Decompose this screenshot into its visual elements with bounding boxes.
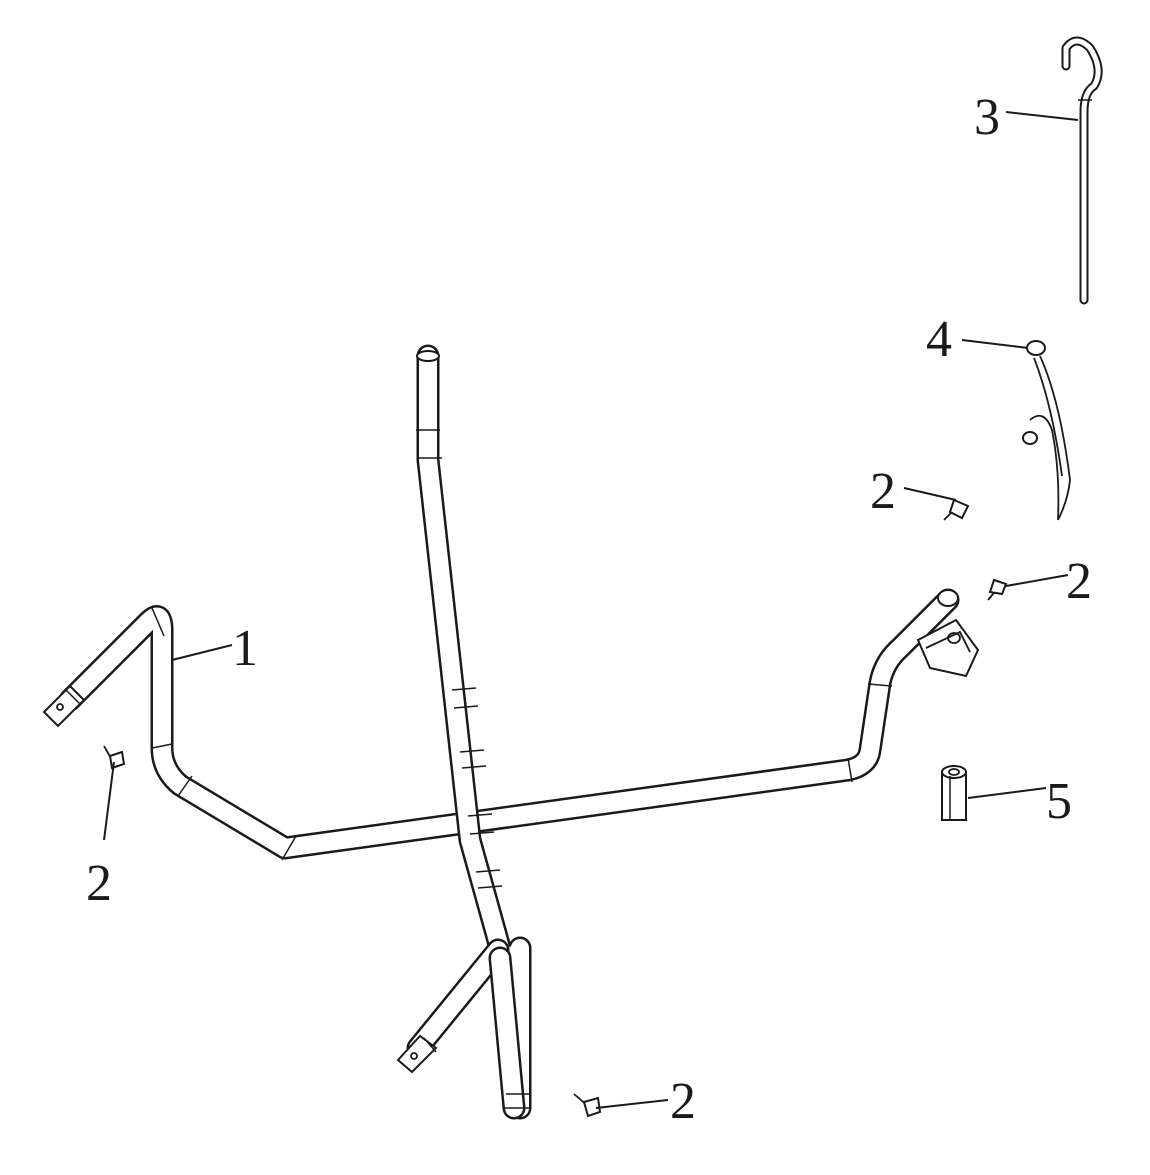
- main-frame-part: [42, 344, 980, 1120]
- callout-4-spring-clip: 4: [926, 311, 952, 368]
- bolt-right-part: [987, 578, 1008, 601]
- hook-rod-part: [1061, 36, 1103, 305]
- left-mount-tab: [42, 684, 86, 728]
- spring-clip-part: [1022, 340, 1071, 521]
- spacer-part: [941, 765, 967, 821]
- callout-1-main-frame: 1: [232, 620, 258, 677]
- bottom-mount-tab: [396, 1034, 438, 1074]
- callout-2-bolt-upper-right: 2: [870, 463, 896, 520]
- right-mount-bracket: [916, 589, 980, 678]
- callout-2-bolt-bottom: 2: [670, 1073, 696, 1130]
- callout-2-bolt-right: 2: [1066, 553, 1092, 610]
- callout-3-hook-rod: 3: [974, 89, 1000, 146]
- bolt-bottom-part: [573, 1093, 602, 1118]
- callout-2-bolt-left: 2: [86, 855, 112, 912]
- bolt-upper-right-part: [943, 498, 970, 521]
- callout-5-spacer: 5: [1046, 773, 1072, 830]
- leader-lines: [103, 111, 1079, 1109]
- callout-labels: 1 2 2 2 2 3 4 5: [86, 89, 1092, 1130]
